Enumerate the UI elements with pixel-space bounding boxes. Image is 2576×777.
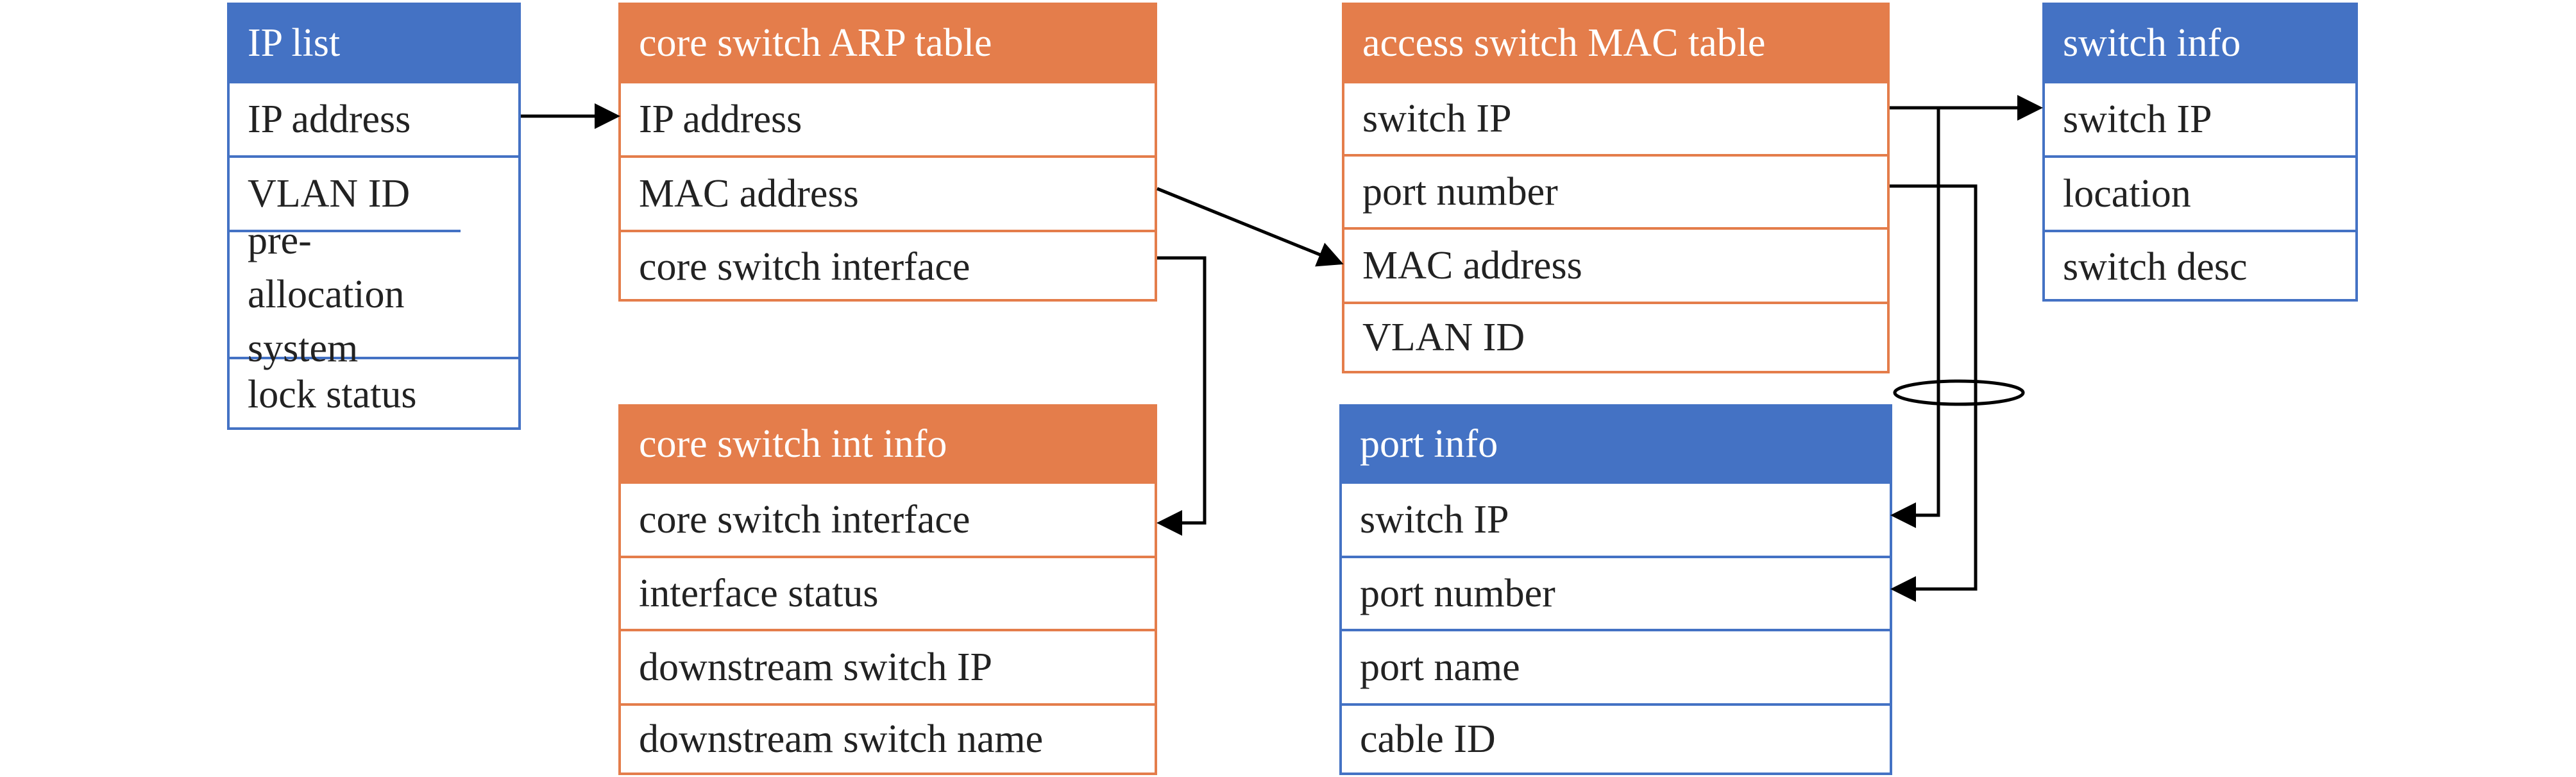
table-row-port-name: port name xyxy=(1342,629,1890,703)
table-core-switch-int-info: core switch int info core switch interfa… xyxy=(618,404,1157,775)
table-row-downstream-switch-name: downstream switch name xyxy=(621,703,1155,773)
table-row-mac-address: MAC address xyxy=(621,155,1155,230)
arrow-access-switch-ip-to-port-info xyxy=(1890,108,1940,528)
table-row-mac-address: MAC address xyxy=(1344,227,1887,302)
table-row-switch-ip: switch IP xyxy=(1342,481,1890,556)
table-title: access switch MAC table xyxy=(1344,5,1887,81)
table-title: core switch ARP table xyxy=(621,5,1155,81)
table-access-switch-mac: access switch MAC table switch IP port n… xyxy=(1342,3,1890,373)
table-row-downstream-switch-ip: downstream switch IP xyxy=(621,629,1155,703)
table-row-port-number: port number xyxy=(1342,556,1890,629)
table-ip-list: IP list IP address VLAN ID pre-allocatio… xyxy=(227,3,521,430)
table-row-lock-status: lock status xyxy=(230,357,518,430)
table-core-switch-arp: core switch ARP table IP address MAC add… xyxy=(618,3,1157,302)
table-title: core switch int info xyxy=(621,407,1155,481)
table-row-core-switch-interface: core switch interface xyxy=(621,230,1155,302)
table-row-location: location xyxy=(2045,155,2355,230)
table-row-cable-id: cable ID xyxy=(1342,703,1890,773)
table-switch-info: switch info switch IP location switch de… xyxy=(2042,3,2358,302)
arrow-access-port-to-port-info xyxy=(1890,184,1978,602)
table-title: switch info xyxy=(2045,5,2355,81)
table-row-interface-status: interface status xyxy=(621,556,1155,629)
table-title: port info xyxy=(1342,407,1890,481)
table-row-ip-address: IP address xyxy=(230,81,518,155)
arrow-arp-mac-to-access-mac xyxy=(1157,187,1344,267)
table-row-port-number: port number xyxy=(1344,154,1887,227)
table-row-switch-desc: switch desc xyxy=(2045,230,2355,302)
composite-key-ellipse xyxy=(1893,379,2025,406)
table-row-core-switch-interface: core switch interface xyxy=(621,481,1155,556)
arrow-arp-interface-to-int-info xyxy=(1157,256,1207,536)
table-row-ip-address: IP address xyxy=(621,81,1155,155)
table-row-switch-ip: switch IP xyxy=(1344,81,1887,154)
table-row-switch-ip: switch IP xyxy=(2045,81,2355,155)
table-row-vlan-id: VLAN ID xyxy=(230,155,518,230)
table-row-vlan-id: VLAN ID xyxy=(1344,302,1887,371)
table-title: IP list xyxy=(230,5,518,81)
table-port-info: port info switch IP port number port nam… xyxy=(1339,404,1892,775)
